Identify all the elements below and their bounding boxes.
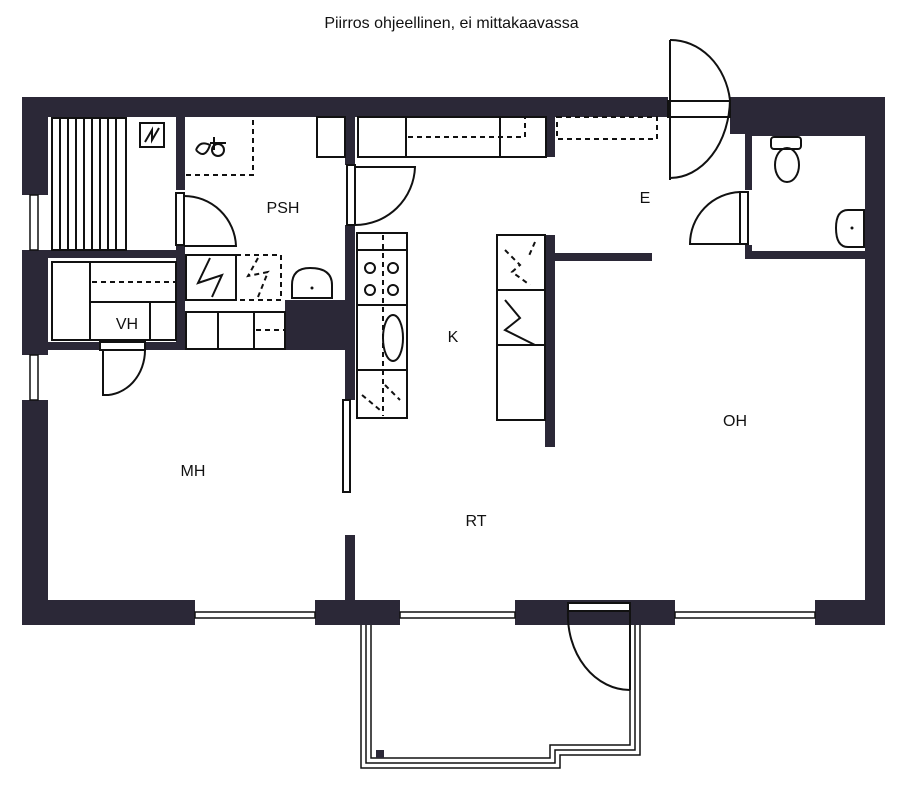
doors <box>99 38 749 692</box>
interior-walls <box>48 117 865 600</box>
bathroom-fixtures <box>185 117 333 350</box>
room-label-rt: RT <box>465 513 486 530</box>
balcony <box>360 625 641 769</box>
room-label-e: E <box>640 190 651 207</box>
sauna-bench <box>51 117 165 251</box>
windows <box>29 194 816 619</box>
wc-fixtures <box>770 136 865 248</box>
room-label-mh: MH <box>181 463 206 480</box>
outer-walls <box>22 97 885 625</box>
closets <box>51 261 177 341</box>
kitchen-fixtures <box>316 116 658 421</box>
room-label-psh: PSH <box>267 200 300 217</box>
room-label-vh: VH <box>116 316 138 333</box>
drawing-note: Piirros ohjeellinen, ei mittakaavassa <box>324 15 579 32</box>
room-label-k: K <box>448 329 459 346</box>
room-label-oh: OH <box>723 413 747 430</box>
